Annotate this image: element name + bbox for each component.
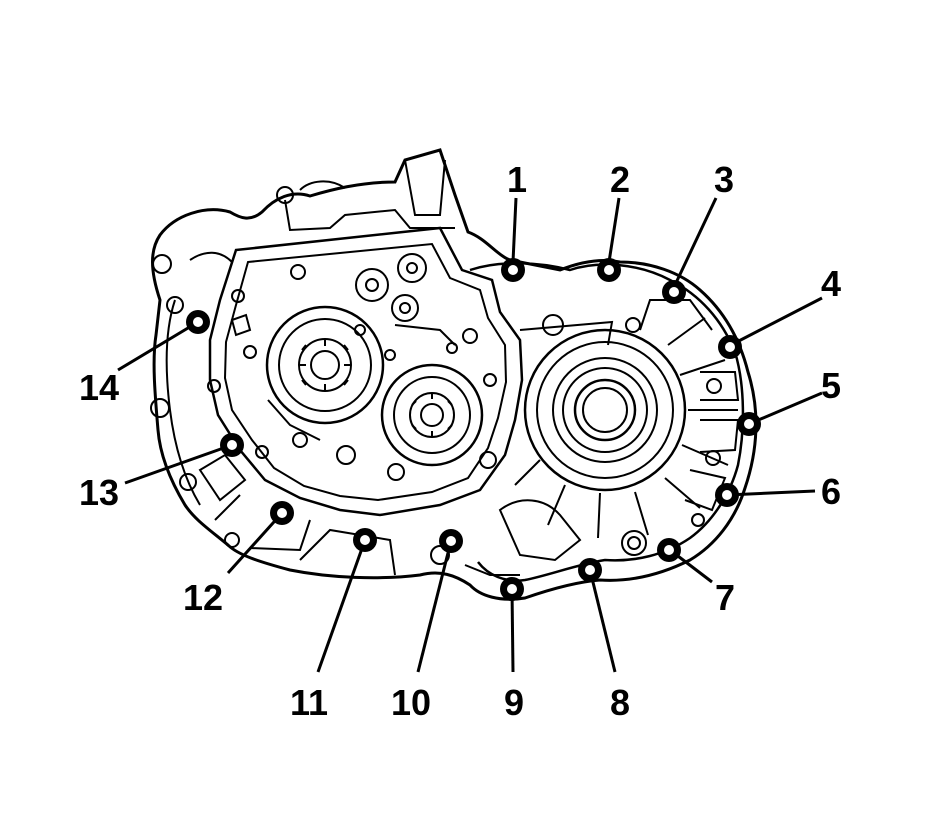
callout-14: 14 (79, 367, 119, 408)
left-cover-plate (207, 226, 524, 517)
bolt-8 (578, 558, 602, 582)
bolt-3 (662, 280, 686, 304)
callout-13: 13 (79, 472, 119, 513)
leader-12 (226, 511, 284, 575)
callout-5: 5 (821, 365, 841, 406)
bolt-4 (718, 335, 742, 359)
leader-1 (511, 197, 518, 263)
bolt-1 (501, 258, 525, 282)
bolt-5 (737, 412, 761, 436)
callout-1: 1 (507, 159, 527, 200)
bolt-6 (715, 483, 739, 507)
callout-11: 11 (290, 682, 328, 723)
callout-7: 7 (715, 577, 735, 618)
callout-10: 10 (391, 682, 431, 723)
transaxle-housing (150, 148, 758, 601)
leader-6 (726, 489, 816, 497)
callout-labels: 1 2 3 4 5 6 7 8 9 10 11 12 13 14 (79, 159, 841, 723)
callout-12: 12 (183, 577, 223, 618)
leader-2 (607, 197, 621, 263)
bolt-10 (439, 529, 463, 553)
callout-4: 4 (821, 263, 841, 304)
leader-5 (748, 391, 823, 426)
bolt-12 (270, 501, 294, 525)
bolt-14 (186, 310, 210, 334)
bolt-11 (353, 528, 377, 552)
callout-8: 8 (610, 682, 630, 723)
leader-10 (416, 540, 453, 673)
leader-9 (510, 588, 515, 673)
leader-11 (316, 539, 367, 673)
bolt-7 (657, 538, 681, 562)
leader-13 (124, 443, 233, 485)
bolt-markers (186, 258, 761, 601)
leader-8 (588, 569, 617, 673)
bolt-2 (597, 258, 621, 282)
callout-9: 9 (504, 682, 524, 723)
callout-6: 6 (821, 471, 841, 512)
leader-3 (673, 197, 718, 286)
callout-3: 3 (714, 159, 734, 200)
bolt-13 (220, 433, 244, 457)
leader-4 (730, 296, 823, 347)
leader-14 (117, 320, 199, 372)
bolt-9 (500, 577, 524, 601)
callout-2: 2 (610, 159, 630, 200)
